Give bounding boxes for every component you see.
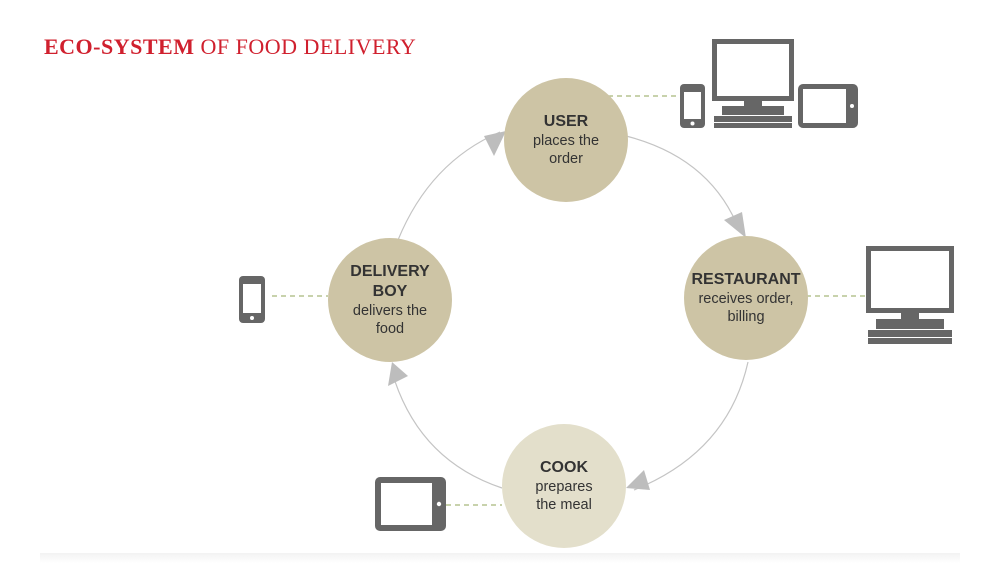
- node-cook: COOK prepares the meal: [502, 424, 626, 548]
- node-user-title: USER: [543, 113, 589, 130]
- node-delivery-desc-2: food: [375, 321, 405, 337]
- arrowheads: [388, 131, 746, 490]
- arrowhead-restaurant: [724, 212, 746, 238]
- node-delivery-title-1: DELIVERY: [350, 263, 430, 280]
- arrow-restaurant-to-cook: [633, 361, 749, 491]
- arrowhead-cook: [626, 470, 650, 490]
- mobile-icon: [680, 84, 705, 128]
- desktop-icon: [866, 246, 954, 344]
- device-connectors: [272, 95, 866, 506]
- tablet-icon: [375, 477, 446, 531]
- node-user-desc-1: places the: [532, 133, 600, 149]
- node-restaurant: RESTAURANT receives order, billing: [684, 236, 808, 360]
- tablet-icon: [798, 84, 858, 128]
- node-cook-desc-1: prepares: [535, 479, 593, 495]
- arrow-cook-to-delivery: [391, 371, 503, 489]
- title-bold: ECO-SYSTEM: [44, 34, 195, 59]
- node-delivery-boy: DELIVERY BOY delivers the food: [328, 238, 452, 362]
- node-user: USER places the order: [504, 78, 628, 202]
- arrowhead-delivery: [388, 362, 408, 386]
- page-title: ECO-SYSTEM OF FOOD DELIVERY: [44, 34, 416, 60]
- arrowhead-user: [484, 131, 506, 156]
- node-restaurant-title: RESTAURANT: [691, 271, 801, 288]
- node-restaurant-desc-1: receives order,: [698, 291, 794, 307]
- node-delivery-desc-1: delivers the: [352, 303, 428, 319]
- arrow-user-to-restaurant: [625, 135, 741, 233]
- desktop-icon: [712, 39, 794, 128]
- node-user-desc-2: order: [549, 151, 583, 167]
- arrow-delivery-to-user: [397, 131, 501, 241]
- cycle-arrows: [391, 131, 749, 491]
- node-restaurant-desc-2: billing: [727, 309, 765, 325]
- node-delivery-title-2: BOY: [372, 283, 408, 300]
- node-cook-desc-2: the meal: [536, 497, 592, 513]
- bottom-shadow: [40, 553, 960, 563]
- node-cook-title: COOK: [540, 459, 588, 476]
- title-rest: OF FOOD DELIVERY: [194, 34, 417, 59]
- mobile-icon: [239, 276, 265, 323]
